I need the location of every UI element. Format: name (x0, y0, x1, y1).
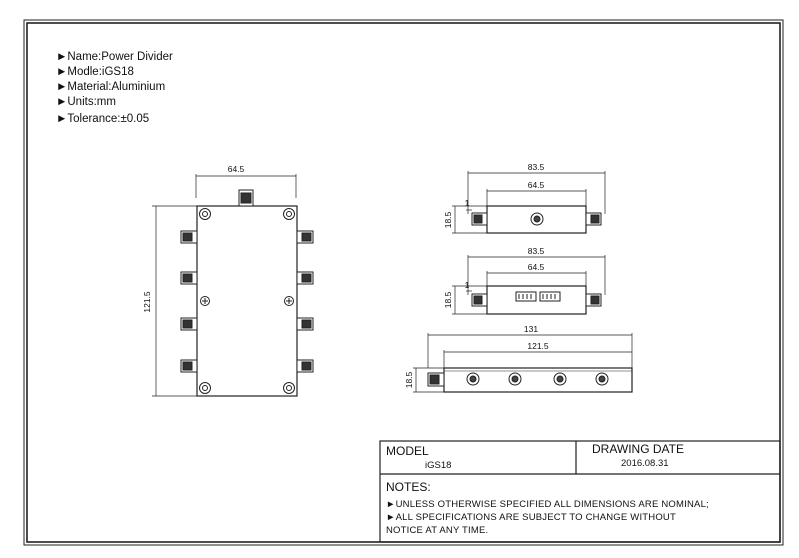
side-body-label: 121.5 (527, 341, 549, 351)
front-screw-top-left-inner (202, 211, 208, 217)
title-block (379, 440, 781, 543)
front-screw-top-right (283, 208, 295, 220)
side-port-4-core (598, 375, 606, 383)
top-small-label: 1 (465, 198, 470, 208)
note-line-2: ►ALL SPECIFICATIONS ARE SUBJECT TO CHANG… (386, 512, 676, 523)
side-port-4 (595, 372, 609, 386)
top-body-label: 64.5 (528, 180, 545, 190)
front-screw-bottom-right (283, 382, 295, 394)
front-left-connector-4-core (182, 361, 193, 371)
mid-left-connector-core (473, 295, 483, 305)
front-body (196, 205, 298, 397)
top-right-connector-core (590, 214, 600, 224)
note-line-3: NOTICE AT ANY TIME. (386, 525, 488, 536)
middle-view (452, 255, 606, 315)
notes-label: NOTES: (386, 480, 431, 494)
note-line-1: ►UNLESS OTHERWISE SPECIFIED ALL DIMENSIO… (386, 499, 709, 510)
front-left-connector-1-core (182, 232, 193, 242)
spec-units: ►Units:mm (56, 96, 116, 108)
mid-header-2 (539, 291, 561, 302)
front-left-connector-3-core (182, 319, 193, 329)
front-screw-bottom-left (199, 382, 211, 394)
top-overall-label: 83.5 (528, 162, 545, 172)
side-view (413, 333, 633, 393)
spec-material: ►Material:Aluminium (56, 81, 165, 93)
front-right-connector-1-core (301, 232, 312, 242)
side-port-1 (466, 372, 480, 386)
front-top-connector-core (240, 192, 252, 204)
mid-height-label: 18.5 (443, 291, 453, 308)
side-left-connector-core (429, 374, 440, 385)
mid-header-1 (515, 291, 537, 302)
front-right-connector-2-core (301, 273, 312, 283)
side-port-2-core (511, 375, 519, 383)
front-left-connector-2-core (182, 273, 193, 283)
mid-body-label: 64.5 (528, 262, 545, 272)
top-left-connector-core (473, 214, 483, 224)
model-value: iGS18 (425, 460, 451, 471)
side-port-3-core (556, 375, 564, 383)
front-width-label: 64.5 (228, 164, 245, 174)
front-view (152, 174, 314, 397)
drawing-date-label: DRAWING DATE (592, 442, 684, 456)
front-height-label: 121.5 (142, 291, 152, 313)
spec-list: ►Name:Power Divider ►Modle:iGS18 ►Materi… (56, 51, 173, 125)
spec-model: ►Modle:iGS18 (56, 66, 134, 78)
front-screw-bottom-right-inner (286, 385, 292, 391)
side-overall-label: 131 (524, 324, 538, 334)
front-screw-bottom-left-inner (202, 385, 208, 391)
side-port-2 (508, 372, 522, 386)
top-center-port (530, 212, 544, 226)
spec-name: ►Name:Power Divider (56, 51, 173, 63)
side-port-1-core (469, 375, 477, 383)
mid-overall-label: 83.5 (528, 246, 545, 256)
mid-right-connector-core (590, 295, 600, 305)
mid-small-label: 1 (465, 280, 470, 290)
side-height-label: 18.5 (404, 371, 414, 388)
front-screw-mid-right (284, 296, 294, 306)
model-label: MODEL (386, 444, 429, 458)
top-view (452, 171, 606, 234)
title-block-frame (379, 440, 781, 543)
front-screw-mid-left (200, 296, 210, 306)
front-screw-top-right-inner (286, 211, 292, 217)
top-center-port-core (533, 215, 541, 223)
spec-tolerance: ►Tolerance:±0.05 (56, 113, 149, 125)
outer-frame (23, 19, 784, 546)
drawing-date-value: 2016.08.31 (621, 458, 669, 469)
side-port-3 (553, 372, 567, 386)
front-right-connector-4-core (301, 361, 312, 371)
front-right-connector-3-core (301, 319, 312, 329)
top-height-label: 18.5 (443, 211, 453, 228)
front-screw-top-left (199, 208, 211, 220)
